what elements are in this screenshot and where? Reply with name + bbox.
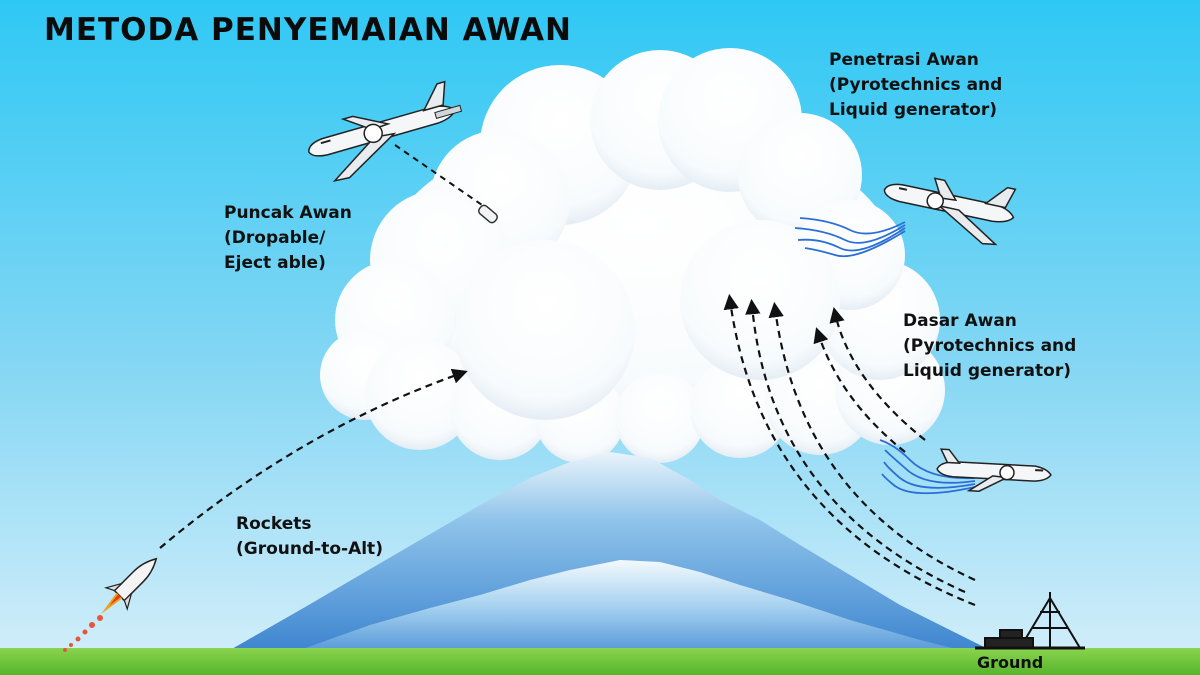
- ground-grass: [0, 648, 1200, 675]
- label-dasar-awan: Dasar Awan (Pyrotechnics and Liquid gene…: [903, 311, 1077, 381]
- canister-icon: [478, 204, 498, 224]
- label-puncak-awan: Puncak Awan (Dropable/ Eject able): [224, 203, 352, 273]
- diagram-title: METODA PENYEMAIAN AWAN: [44, 12, 572, 48]
- airplane-icon: [883, 177, 1017, 246]
- airplane-icon: [308, 80, 463, 183]
- ground-generator-icon: [975, 592, 1085, 650]
- label-rockets: Rockets (Ground-to-Alt): [236, 514, 383, 559]
- rocket-exhaust: [63, 615, 103, 652]
- seeding-trail-penetrasi: [794, 217, 906, 258]
- label-ground: Ground: [977, 653, 1044, 672]
- updraft-arrows: [723, 293, 976, 607]
- label-penetrasi-awan: Penetrasi Awan (Pyrotechnics and Liquid …: [829, 50, 1003, 120]
- rocket-icon: [101, 557, 158, 614]
- mountain-front: [300, 560, 960, 650]
- drop-path: [394, 144, 483, 206]
- rocket-flight-path: [159, 368, 468, 549]
- airplane-icon: [936, 448, 1052, 492]
- mountain-back: [230, 452, 990, 650]
- cloud: [320, 48, 945, 463]
